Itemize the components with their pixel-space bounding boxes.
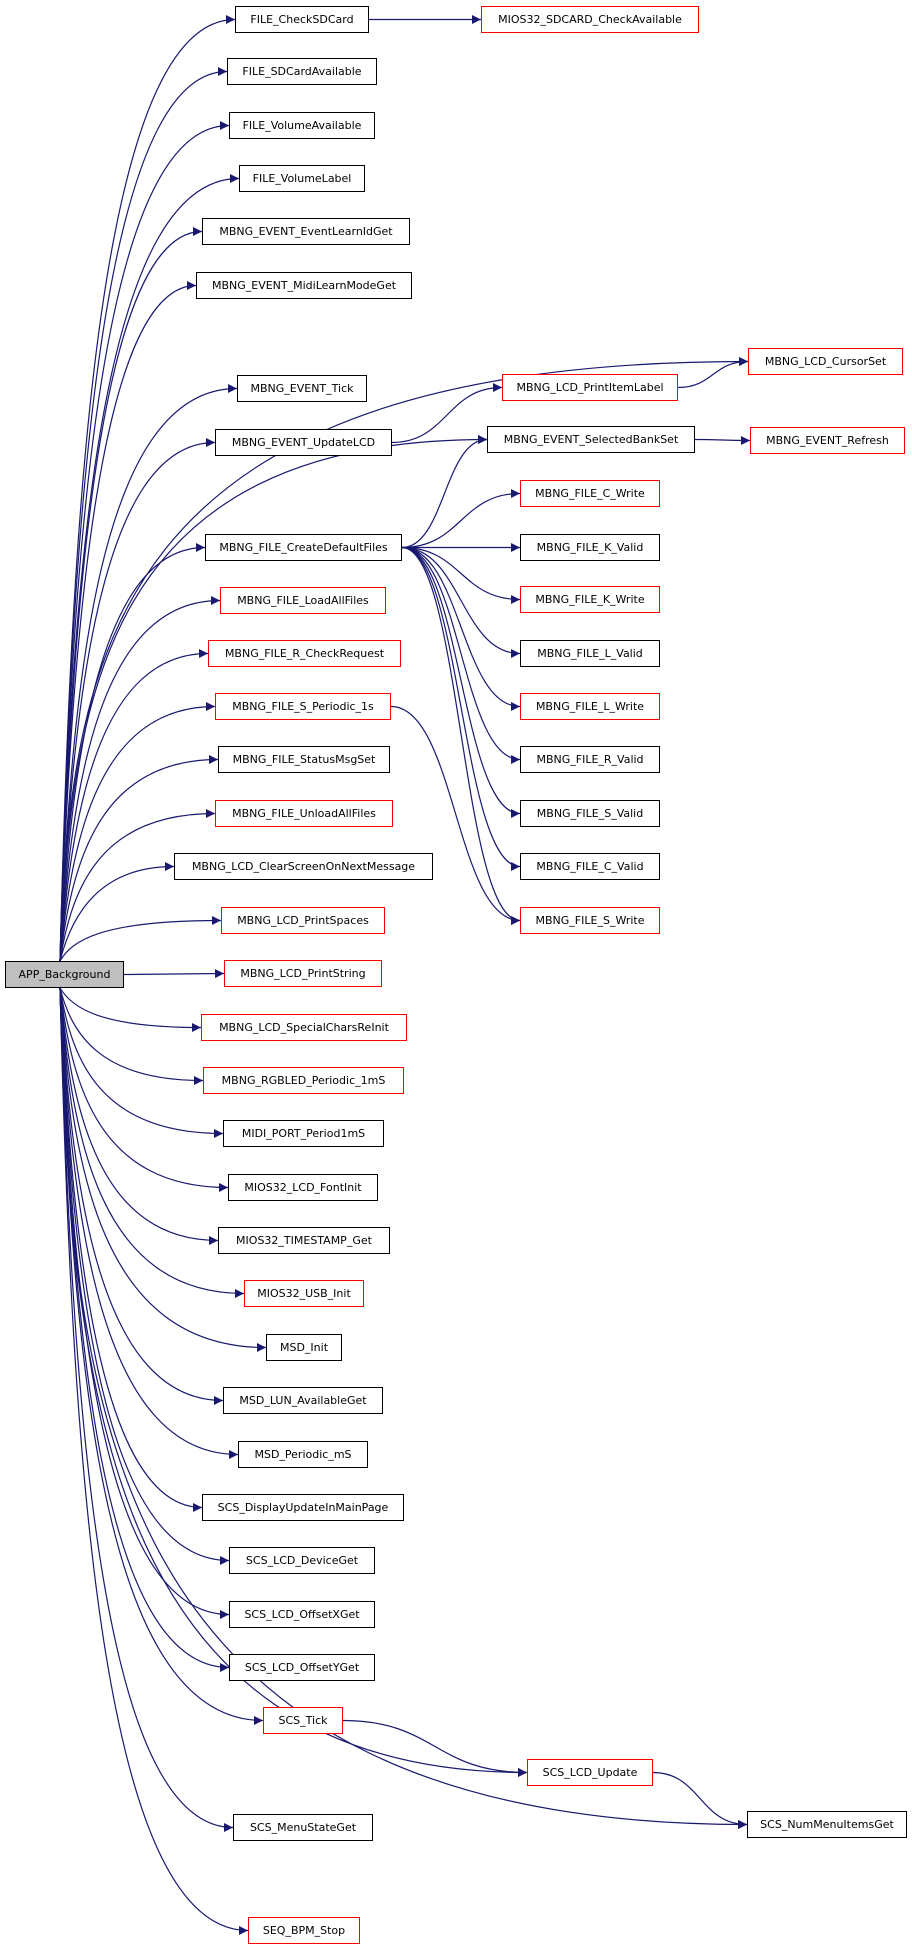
node-mbng-file-l-write[interactable]: MBNG_FILE_L_Write <box>520 693 660 720</box>
node-mios32-usb-init[interactable]: MIOS32_USB_Init <box>244 1280 364 1307</box>
edge-n45-to-n46 <box>342 1719 528 1777</box>
node-app-background[interactable]: APP_Background <box>5 961 124 988</box>
edge-root-to-n35 <box>59 987 229 1192</box>
edge-root-to-n27 <box>59 862 175 962</box>
node-mbng-event-selectedbankset[interactable]: MBNG_EVENT_SelectedBankSet <box>487 426 695 453</box>
edge-n15-to-n22 <box>401 546 521 711</box>
edge-root-to-n23 <box>59 755 219 962</box>
node-scs-menustateget[interactable]: SCS_MenuStateGet <box>233 1814 373 1841</box>
node-mbng-event-eventlearnidget[interactable]: MBNG_EVENT_EventLearnIdGet <box>202 218 410 245</box>
edge-root-to-n01 <box>59 15 236 962</box>
edge-root-to-n04 <box>59 121 230 962</box>
node-mbng-file-c-write[interactable]: MBNG_FILE_C_Write <box>520 480 660 507</box>
node-seq-bpm-stop[interactable]: SEQ_BPM_Stop <box>248 1917 360 1944</box>
node-mbng-lcd-specialcharsreinit[interactable]: MBNG_LCD_SpecialCharsReInit <box>201 1014 407 1041</box>
node-mios32-timestamp-get[interactable]: MIOS32_TIMESTAMP_Get <box>218 1227 390 1254</box>
node-mbng-file-statusmsgset[interactable]: MBNG_FILE_StatusMsgSet <box>218 746 390 773</box>
edge-root-to-n42 <box>59 987 230 1565</box>
node-mbng-file-r-valid[interactable]: MBNG_FILE_R_Valid <box>520 746 660 773</box>
node-msd-init[interactable]: MSD_Init <box>266 1334 342 1361</box>
edge-root-to-n15 <box>59 543 206 962</box>
edge-root-to-n37 <box>59 987 245 1298</box>
edge-root-to-n33 <box>59 987 204 1085</box>
node-file-checksdcard[interactable]: FILE_CheckSDCard <box>235 6 369 33</box>
edge-root-to-n36 <box>59 987 219 1245</box>
node-mbng-rgbled-periodic-1ms[interactable]: MBNG_RGBLED_Periodic_1mS <box>203 1067 404 1094</box>
node-scs-lcd-deviceget[interactable]: SCS_LCD_DeviceGet <box>229 1547 375 1574</box>
node-mios32-lcd-fontinit[interactable]: MIOS32_LCD_FontInit <box>228 1174 378 1201</box>
edge-root-to-n09 <box>59 384 238 962</box>
edge-n15-to-n14 <box>401 489 521 549</box>
node-mbng-file-c-valid[interactable]: MBNG_FILE_C_Valid <box>520 853 660 880</box>
edge-root-to-n41 <box>59 987 203 1512</box>
edge-root-to-n39 <box>59 987 224 1405</box>
node-mios32-sdcard-checkavailable[interactable]: MIOS32_SDCARD_CheckAvailable <box>481 6 699 33</box>
edge-n15-to-n20 <box>401 546 521 658</box>
node-mbng-file-s-periodic-1s[interactable]: MBNG_FILE_S_Periodic_1s <box>215 693 391 720</box>
edge-root-to-n03 <box>59 67 228 962</box>
node-scs-nummenuitemsget[interactable]: SCS_NumMenuItemsGet <box>747 1811 907 1838</box>
edge-n46-to-n48 <box>652 1771 748 1829</box>
edge-root-to-n19 <box>59 649 209 962</box>
node-scs-lcd-update[interactable]: SCS_LCD_Update <box>527 1759 653 1786</box>
edge-root-to-n49 <box>59 987 249 1935</box>
node-scs-displayupdateinmainpage[interactable]: SCS_DisplayUpdateInMainPage <box>202 1494 404 1521</box>
node-mbng-lcd-clearscreenonnextmessage[interactable]: MBNG_LCD_ClearScreenOnNextMessage <box>174 853 433 880</box>
node-mbng-file-loadallfiles[interactable]: MBNG_FILE_LoadAllFiles <box>220 587 386 614</box>
node-mbng-lcd-cursorset[interactable]: MBNG_LCD_CursorSet <box>748 348 903 375</box>
edge-root-to-n06 <box>59 227 203 962</box>
node-mbng-event-updatelcd[interactable]: MBNG_EVENT_UpdateLCD <box>215 429 392 456</box>
edge-root-to-n17 <box>59 596 221 962</box>
edge-n21-to-n30 <box>390 705 521 925</box>
node-msd-lun-availableget[interactable]: MSD_LUN_AvailableGet <box>223 1387 383 1414</box>
node-mbng-file-unloadallfiles[interactable]: MBNG_FILE_UnloadAllFiles <box>215 800 393 827</box>
edge-root-to-n25 <box>59 809 216 962</box>
edge-root-to-n32 <box>59 987 202 1032</box>
edge-n12-to-n13 <box>694 435 751 445</box>
node-scs-lcd-offsetyget[interactable]: SCS_LCD_OffsetYGet <box>229 1654 375 1681</box>
edge-root-to-n07 <box>59 281 197 962</box>
node-mbng-file-s-valid[interactable]: MBNG_FILE_S_Valid <box>520 800 660 827</box>
node-file-sdcardavailable[interactable]: FILE_SDCardAvailable <box>227 58 377 85</box>
edge-root-to-n29 <box>59 916 222 962</box>
node-midi-port-period1ms[interactable]: MIDI_PORT_Period1mS <box>223 1120 384 1147</box>
node-mbng-file-k-valid[interactable]: MBNG_FILE_K_Valid <box>520 534 660 561</box>
node-mbng-file-createdefaultfiles[interactable]: MBNG_FILE_CreateDefaultFiles <box>205 534 402 561</box>
edge-n15-to-n30 <box>401 546 521 925</box>
edge-root-to-n11 <box>59 438 216 962</box>
edge-root-to-n48 <box>59 987 748 1829</box>
node-file-volumelabel[interactable]: FILE_VolumeLabel <box>239 165 365 192</box>
node-mbng-file-r-checkrequest[interactable]: MBNG_FILE_R_CheckRequest <box>208 640 401 667</box>
edge-n15-to-n24 <box>401 546 521 764</box>
edge-root-to-n40 <box>59 987 239 1459</box>
edge-root-to-n21 <box>59 702 216 962</box>
edge-root-to-n31 <box>123 969 225 979</box>
edge-n15-to-n26 <box>401 546 521 818</box>
edge-root-to-n47 <box>59 987 234 1832</box>
node-file-volumeavailable[interactable]: FILE_VolumeAvailable <box>229 112 375 139</box>
edge-root-to-n38 <box>59 987 267 1352</box>
node-mbng-event-tick[interactable]: MBNG_EVENT_Tick <box>237 375 367 402</box>
node-mbng-file-l-valid[interactable]: MBNG_FILE_L_Valid <box>520 640 660 667</box>
edge-n11-to-n10 <box>391 383 503 444</box>
edge-n10-to-n08 <box>677 357 749 389</box>
node-scs-lcd-offsetxget[interactable]: SCS_LCD_OffsetXGet <box>229 1601 375 1628</box>
node-mbng-lcd-printstring[interactable]: MBNG_LCD_PrintString <box>224 960 382 987</box>
edge-root-to-n34 <box>59 987 224 1138</box>
node-mbng-event-midilearnmodeget[interactable]: MBNG_EVENT_MidiLearnModeGet <box>196 272 412 299</box>
node-msd-periodic-ms[interactable]: MSD_Periodic_mS <box>238 1441 368 1468</box>
node-mbng-file-k-write[interactable]: MBNG_FILE_K_Write <box>520 586 660 613</box>
node-mbng-event-refresh[interactable]: MBNG_EVENT_Refresh <box>750 427 905 454</box>
node-mbng-lcd-printitemlabel[interactable]: MBNG_LCD_PrintItemLabel <box>502 374 678 401</box>
node-scs-tick[interactable]: SCS_Tick <box>263 1707 343 1734</box>
node-mbng-lcd-printspaces[interactable]: MBNG_LCD_PrintSpaces <box>221 907 385 934</box>
node-mbng-file-s-write[interactable]: MBNG_FILE_S_Write <box>520 907 660 934</box>
edge-n15-to-n12 <box>401 435 488 549</box>
edge-n15-to-n28 <box>401 546 521 871</box>
edge-n15-to-n18 <box>401 546 521 604</box>
